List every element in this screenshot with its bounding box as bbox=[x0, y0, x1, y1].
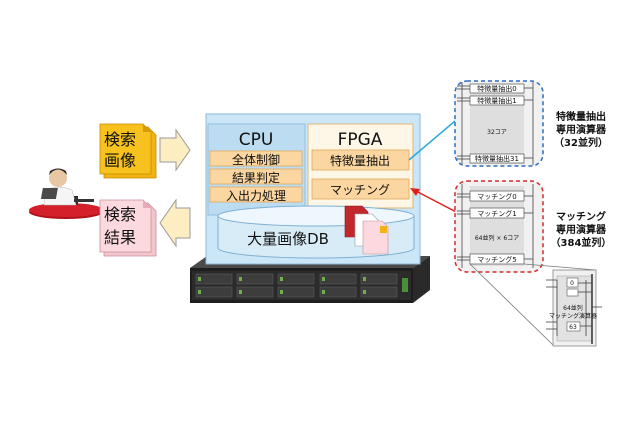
drive-bay-0-0 bbox=[195, 273, 233, 285]
detail-label-line1: 64並列 bbox=[563, 304, 583, 312]
query-doc-line1: 検索 bbox=[104, 130, 136, 149]
matching-row-0-label: マッチング0 bbox=[477, 192, 516, 201]
query-doc-line2: 画像 bbox=[104, 151, 136, 170]
feature-caption-line1: 特徴量抽出 bbox=[556, 110, 606, 123]
feature-caption-line3: （32並列） bbox=[554, 136, 608, 149]
detail-cell-63-label: 63 bbox=[569, 324, 577, 331]
feature-row-1-label: 特徴量抽出1 bbox=[477, 96, 516, 105]
fpga-section: FPGA 特徴量抽出 マッチング bbox=[307, 123, 414, 209]
cpu-item-0 bbox=[209, 150, 303, 167]
result-doc-line1: 検索 bbox=[104, 205, 136, 224]
feature-link-line bbox=[408, 120, 456, 161]
cpu-item-1-label: 結果判定 bbox=[232, 170, 280, 185]
matching-caption-line3: （384並列） bbox=[551, 236, 612, 249]
matching-row-5-label: マッチング5 bbox=[477, 255, 516, 264]
matching-caption-line2: 専用演算器 bbox=[556, 223, 607, 236]
drive-led-4-1 bbox=[363, 290, 366, 294]
feature-row-0-label: 特徴量抽出0 bbox=[477, 84, 516, 93]
drive-led-2-0 bbox=[280, 277, 283, 281]
matching-parallel-label: 64並列 × 6コア bbox=[475, 234, 519, 242]
matching-unit-caption: マッチング 専用演算器 （384並列） bbox=[551, 210, 612, 249]
input-arrow-icon bbox=[159, 128, 191, 172]
drive-led-1-0 bbox=[239, 277, 242, 281]
server-drive-bays bbox=[195, 273, 408, 298]
output-arrow-icon bbox=[159, 198, 191, 248]
feature-core-count: 32コア bbox=[487, 129, 507, 136]
drive-led-4-0 bbox=[363, 277, 366, 281]
drive-led-0-1 bbox=[198, 290, 201, 294]
detail-cell-63 bbox=[566, 321, 581, 332]
drive-bay-3-0 bbox=[319, 273, 357, 285]
matching-caption-line1: マッチング bbox=[556, 210, 606, 223]
fpga-item-matching bbox=[311, 178, 410, 200]
query-image-document: 検索 画像 bbox=[99, 123, 157, 179]
drive-bay-2-0 bbox=[277, 273, 315, 285]
drive-bay-0-1 bbox=[195, 286, 233, 298]
drive-bay-4-0 bbox=[360, 273, 398, 285]
user-at-pc-icon bbox=[29, 168, 103, 219]
cpu-item-2 bbox=[209, 186, 303, 203]
feature-row-31-label: 特徴量抽出31 bbox=[475, 154, 519, 163]
stacked-documents-icon bbox=[344, 205, 389, 255]
cpu-section: CPU 全体制御 結果判定 入出力処理 bbox=[207, 123, 306, 216]
matching-row-1-label: マッチング1 bbox=[477, 209, 516, 218]
drive-led-3-1 bbox=[322, 290, 325, 294]
cpu-item-2-label: 入出力処理 bbox=[226, 189, 286, 203]
cpu-item-0-label: 全体制御 bbox=[232, 152, 280, 167]
feature-caption-line2: 専用演算器 bbox=[556, 123, 607, 136]
feature-row-31 bbox=[469, 153, 525, 164]
drive-bay-4-1 bbox=[360, 286, 398, 298]
search-result-document: 検索 結果 bbox=[99, 199, 157, 257]
drive-bay-3-1 bbox=[319, 286, 357, 298]
matching-link-arrow bbox=[410, 188, 463, 216]
drive-led-3-0 bbox=[322, 277, 325, 281]
detail-cell-0-label: 0 bbox=[570, 280, 574, 287]
drive-bay-1-0 bbox=[236, 273, 274, 285]
drive-led-0-0 bbox=[198, 277, 201, 281]
feature-row-1 bbox=[469, 95, 525, 106]
result-doc-line2: 結果 bbox=[104, 228, 136, 247]
detail-label-line2: マッチング演算器 bbox=[549, 312, 597, 320]
matching-detail-unit: 0 64並列 マッチング演算器 63 bbox=[546, 269, 602, 347]
detail-cell-0 bbox=[566, 277, 579, 288]
database-label: 大量画像DB bbox=[247, 230, 329, 248]
cpu-title: CPU bbox=[239, 130, 274, 150]
feature-extraction-unit: 特徴量抽出0 特徴量抽出1 32コア 特徴量抽出31 bbox=[454, 80, 544, 167]
fpga-title: FPGA bbox=[338, 130, 383, 150]
feature-unit-caption: 特徴量抽出 専用演算器 （32並列） bbox=[554, 110, 608, 149]
drive-led-2-1 bbox=[280, 290, 283, 294]
drive-bay-2-1 bbox=[277, 286, 315, 298]
fpga-item-matching-label: マッチング bbox=[330, 183, 390, 197]
zoom-lines bbox=[469, 263, 597, 346]
matching-unit: マッチング0 マッチング1 64並列 × 6コア マッチング5 bbox=[454, 180, 544, 273]
drive-bay-1-1 bbox=[236, 286, 274, 298]
drive-led-1-1 bbox=[239, 290, 242, 294]
cpu-item-1 bbox=[209, 168, 303, 185]
power-indicator bbox=[402, 278, 408, 292]
detail-cell-1 bbox=[566, 288, 579, 297]
feature-row-0 bbox=[469, 83, 525, 94]
fpga-item-feature-label: 特徴量抽出 bbox=[330, 153, 390, 168]
